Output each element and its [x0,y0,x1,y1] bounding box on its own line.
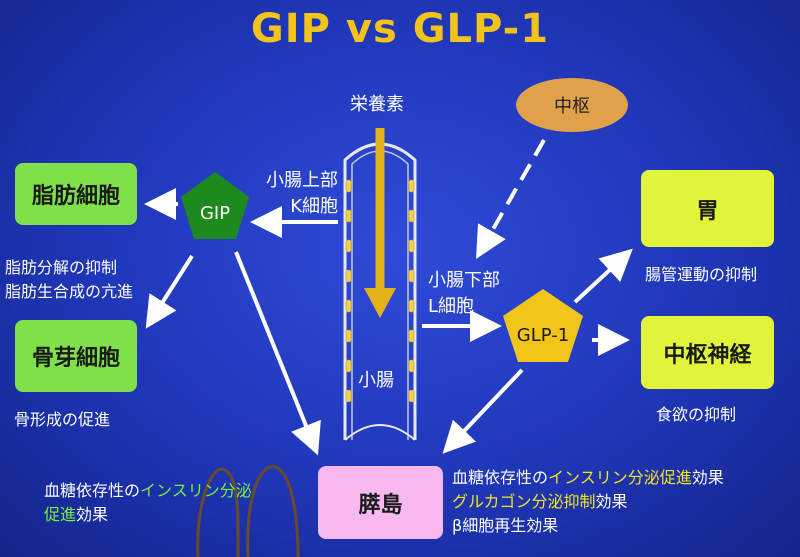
glp1-label: GLP-1 [516,325,570,346]
bone-effect: 骨形成の促進 [14,410,111,429]
stomach-effect: 腸管運動の抑制 [645,265,758,284]
fat-cell-box: 脂肪細胞 [15,163,137,225]
pancreas-box: 膵島 [318,466,443,539]
upper-intestine-label: 小腸上部 K細胞 [266,170,338,217]
nutrient-label: 栄養素 [350,94,404,115]
gip-pentagon [181,172,249,239]
cable-loop [196,465,300,557]
arrow-gip-to-bone [145,254,194,329]
nutrient-arrow [364,128,396,318]
cns-effect: 食欲の抑制 [656,405,737,424]
cns-box: 中枢神経 [641,316,774,389]
arrow-gip-to-pancreas [234,251,321,456]
glp1-pancreas-effect: 血糖依存性のインスリン分泌促進効果 グルカゴン分泌抑制効果 β細胞再生効果 [452,468,724,535]
stomach-box: 胃 [641,170,774,247]
intestine-cells [345,179,415,403]
lower-intestine-label: 小腸下部 L細胞 [428,270,500,317]
arrow-glp1-to-pancreas [442,368,524,454]
gip-label: GIP [199,203,231,224]
bone-cell-box: 骨芽細胞 [15,320,137,392]
arrow-glp1-to-stomach [573,248,633,304]
center-oval: 中枢 [516,78,628,132]
arrow-center-to-glp1 [476,139,546,259]
gip-pancreas-effect: 血糖依存性のインスリン分泌 促進効果 [44,481,252,524]
intestine-label: 小腸 [358,370,394,391]
glp1-pentagon [503,289,583,362]
slide-title: GIP vs GLP-1 [250,6,550,52]
fat-effects: 脂肪分解の抑制 脂肪生合成の亢進 [5,258,134,301]
